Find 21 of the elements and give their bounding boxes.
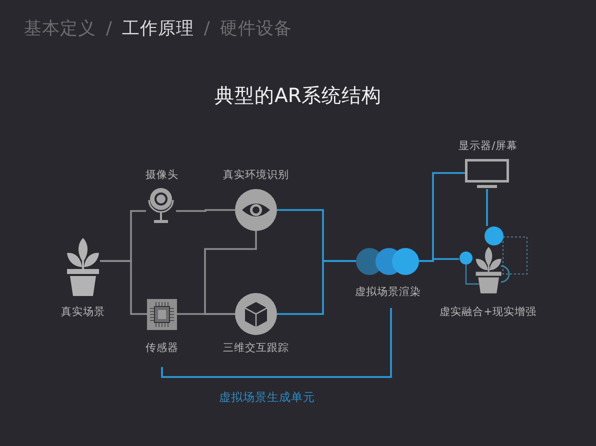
connector-line	[486, 189, 488, 226]
node-label: 虚实融合+现实增强	[440, 306, 536, 319]
node-label: 摄像头	[146, 169, 178, 182]
node-label: 三维交互跟踪	[223, 342, 289, 355]
connector-line	[100, 260, 147, 315]
node-label: 显示器/屏幕	[458, 140, 518, 153]
node-label: 真实场景	[61, 306, 105, 319]
breadcrumb-separator: /	[204, 18, 210, 40]
node-label: 真实环境识别	[223, 169, 289, 182]
diagram-title: 典型的AR系统结构	[214, 84, 382, 108]
connector-line	[419, 258, 459, 262]
bracket-label: 虚拟场景生成单元	[219, 390, 315, 405]
connector-line	[176, 209, 235, 212]
connector-line	[277, 260, 356, 315]
node-label: 传感器	[146, 342, 178, 355]
node-label: 虚拟场景渲染	[355, 286, 421, 299]
breadcrumb-item: 基本定义	[24, 18, 96, 40]
breadcrumb-separator: /	[106, 18, 112, 40]
breadcrumb-item: 工作原理	[122, 18, 194, 40]
breadcrumb-item: 硬件设备	[220, 18, 292, 40]
connector-line	[204, 231, 257, 315]
